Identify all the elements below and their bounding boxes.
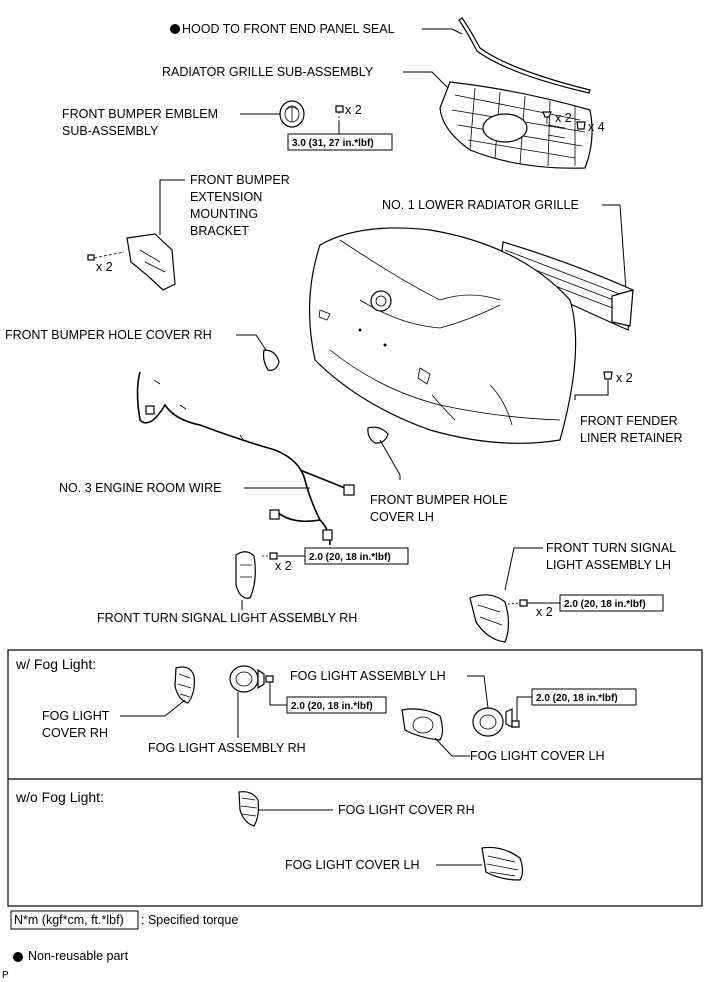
fender-qty: x 2 <box>616 371 633 385</box>
turn-signal-lh-part: x 2 2.0 (20, 18 in.*lbf) <box>469 594 664 643</box>
legend: N*m (kgf*cm, ft.*lbf) : Specified torque… <box>10 910 238 963</box>
ext-label-line2: EXTENSION <box>190 190 262 204</box>
turn-signal-rh-part: x 2 2.0 (20, 18 in.*lbf) <box>235 547 409 610</box>
grille-fasteners: x 2 x 4 <box>542 111 605 134</box>
wo-cover-rh-label: FOG LIGHT COVER RH <box>338 803 475 817</box>
turn-lh-label-line1: FRONT TURN SIGNAL <box>546 541 676 555</box>
fog-assy-lh-label: FOG LIGHT ASSEMBLY LH <box>290 669 446 683</box>
torque-unit-box <box>10 910 139 930</box>
legend-nonreusable: Non-reusable part <box>28 949 129 963</box>
hood-seal-label: HOOD TO FRONT END PANEL SEAL <box>182 22 395 36</box>
turn-rh-label: FRONT TURN SIGNAL LIGHT ASSEMBLY RH <box>97 611 357 625</box>
emblem-label-line2: SUB-ASSEMBLY <box>62 124 159 138</box>
radiator-grille-label: RADIATOR GRILLE SUB-ASSEMBLY <box>162 65 374 79</box>
corner-mark: P <box>2 970 9 981</box>
extension-bracket-callout: FRONT BUMPER EXTENSION MOUNTING BRACKET <box>159 173 290 238</box>
grille-qty-b: x 4 <box>588 120 605 134</box>
emblem-label-line1: FRONT BUMPER EMBLEM <box>62 107 218 121</box>
with-fog-section: w/ Fog Light: FOG LIGHT COVER RH 2.0 (20… <box>15 656 637 763</box>
turn-lh-qty: x 2 <box>536 605 553 619</box>
extension-bracket-part: x 2 <box>87 233 176 291</box>
fog-cover-rh-label-line2: COVER RH <box>42 726 108 740</box>
fog-cover-lh-label: FOG LIGHT COVER LH <box>470 749 605 763</box>
hole-cover-rh-label: FRONT BUMPER HOLE COVER RH <box>5 328 212 342</box>
fender-liner-retainer: x 2 FRONT FENDER LINER RETAINER <box>574 371 683 445</box>
hole-cover-rh-callout: FRONT BUMPER HOLE COVER RH <box>5 328 280 371</box>
hood-seal-callout: HOOD TO FRONT END PANEL SEAL <box>170 22 463 36</box>
lower-grille-callout: NO. 1 LOWER RADIATOR GRILLE <box>382 198 627 291</box>
fender-label-line1: FRONT FENDER <box>580 414 678 428</box>
hole-cover-lh-callout: FRONT BUMPER HOLE COVER LH <box>367 426 507 524</box>
legend-torque-unit: N*m (kgf*cm, ft.*lbf) <box>14 913 124 927</box>
fog-cover-rh-label-line1: FOG LIGHT <box>42 709 110 723</box>
ext-label-line1: FRONT BUMPER <box>190 173 290 187</box>
emblem-fastener: x 2 3.0 (31, 27 in.*lbf) <box>287 103 393 151</box>
emblem-qty: x 2 <box>345 103 362 117</box>
engine-room-wire-part <box>136 371 355 546</box>
fog-rh-torque: 2.0 (20, 18 in.*lbf) <box>291 701 373 712</box>
wo-cover-lh-label: FOG LIGHT COVER LH <box>285 858 420 872</box>
without-fog-section: w/o Fog Light: FOG LIGHT COVER RH FOG LI… <box>15 789 524 881</box>
fog-light-sections-frame <box>7 649 703 907</box>
radiator-grille-part <box>439 81 593 169</box>
ext-label-line3: MOUNTING <box>190 207 258 221</box>
wire-label: NO. 3 ENGINE ROOM WIRE <box>59 481 222 495</box>
ext-qty: x 2 <box>96 260 113 274</box>
turn-rh-torque: 2.0 (20, 18 in.*lbf) <box>309 552 391 563</box>
radiator-grille-callout: RADIATOR GRILLE SUB-ASSEMBLY <box>162 65 456 96</box>
turn-lh-label-line2: LIGHT ASSEMBLY LH <box>546 558 671 572</box>
grille-qty-a: x 2 <box>555 111 572 125</box>
non-reusable-marker <box>170 24 180 34</box>
legend-torque-desc: : Specified torque <box>141 913 238 927</box>
lower-grille-label: NO. 1 LOWER RADIATOR GRILLE <box>382 198 579 212</box>
legend-non-reusable-marker <box>13 952 23 962</box>
front-bumper-cover <box>308 227 577 444</box>
turn-lh-torque: 2.0 (20, 18 in.*lbf) <box>564 599 646 610</box>
with-fog-heading: w/ Fog Light: <box>15 656 96 672</box>
turn-signal-lh-callout: FRONT TURN SIGNAL LIGHT ASSEMBLY LH <box>504 541 676 591</box>
hood-seal-part <box>458 17 591 94</box>
turn-signal-rh-callout: FRONT TURN SIGNAL LIGHT ASSEMBLY RH <box>97 611 357 625</box>
fog-assy-rh-label: FOG LIGHT ASSEMBLY RH <box>148 741 306 755</box>
turn-rh-qty: x 2 <box>275 559 292 573</box>
engine-room-wire-callout: NO. 3 ENGINE ROOM WIRE <box>59 481 310 495</box>
without-fog-heading: w/o Fog Light: <box>15 789 104 805</box>
ext-label-line4: BRACKET <box>190 224 249 238</box>
hole-cover-lh-label-line1: FRONT BUMPER HOLE <box>370 493 507 507</box>
fender-label-line2: LINER RETAINER <box>580 431 683 445</box>
emblem-torque: 3.0 (31, 27 in.*lbf) <box>292 138 374 149</box>
emblem-callout: FRONT BUMPER EMBLEM SUB-ASSEMBLY <box>62 107 280 138</box>
hole-cover-lh-label-line2: COVER LH <box>370 510 434 524</box>
emblem-part <box>279 100 305 128</box>
fog-lh-torque: 2.0 (20, 18 in.*lbf) <box>536 693 618 704</box>
